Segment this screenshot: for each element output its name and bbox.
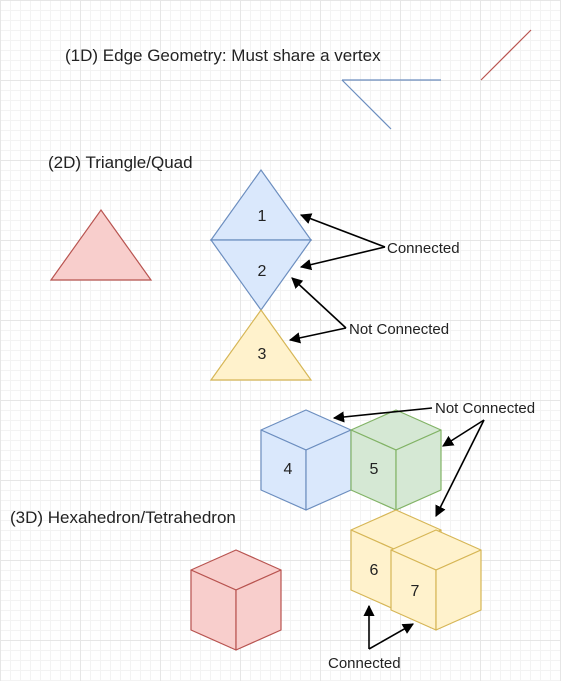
not-connected-3d-label: Not Connected xyxy=(435,400,535,417)
connected-2d-arrows xyxy=(299,213,386,271)
hexahedron-6-label: 6 xyxy=(370,562,379,579)
edge-geometry-red xyxy=(480,29,532,81)
connected-2d-label: Connected xyxy=(387,240,460,257)
hexahedron-5-label: 5 xyxy=(370,461,379,478)
triangle-2 xyxy=(209,239,313,312)
hexahedron-4-label: 4 xyxy=(284,461,293,478)
hexahedron-red xyxy=(190,549,282,651)
volume-section-title: (3D) Hexahedron/Tetrahedron xyxy=(10,508,236,527)
triangle-1 xyxy=(209,168,313,241)
triangle-3-label: 3 xyxy=(258,346,267,363)
triangle-1-label: 1 xyxy=(258,208,267,225)
triangle-3 xyxy=(209,308,313,381)
hexahedron-5 xyxy=(350,409,442,511)
connected-3d-label: Connected xyxy=(328,655,401,672)
not-connected-2d-label: Not Connected xyxy=(349,321,449,338)
hexahedron-4 xyxy=(260,409,352,511)
surface-section-title: (2D) Triangle/Quad xyxy=(48,153,193,172)
hexahedron-7 xyxy=(390,529,482,631)
connected-3d-arrows xyxy=(363,604,414,650)
edge-geometry-blue xyxy=(341,79,441,130)
hexahedron-7-label: 7 xyxy=(411,583,420,600)
triangle-red xyxy=(49,208,153,281)
triangle-2-label: 2 xyxy=(258,263,267,280)
not-connected-3d-arrows xyxy=(332,407,485,518)
edge-section-title: (1D) Edge Geometry: Must share a vertex xyxy=(65,46,381,65)
not-connected-2d-arrows xyxy=(288,277,347,344)
